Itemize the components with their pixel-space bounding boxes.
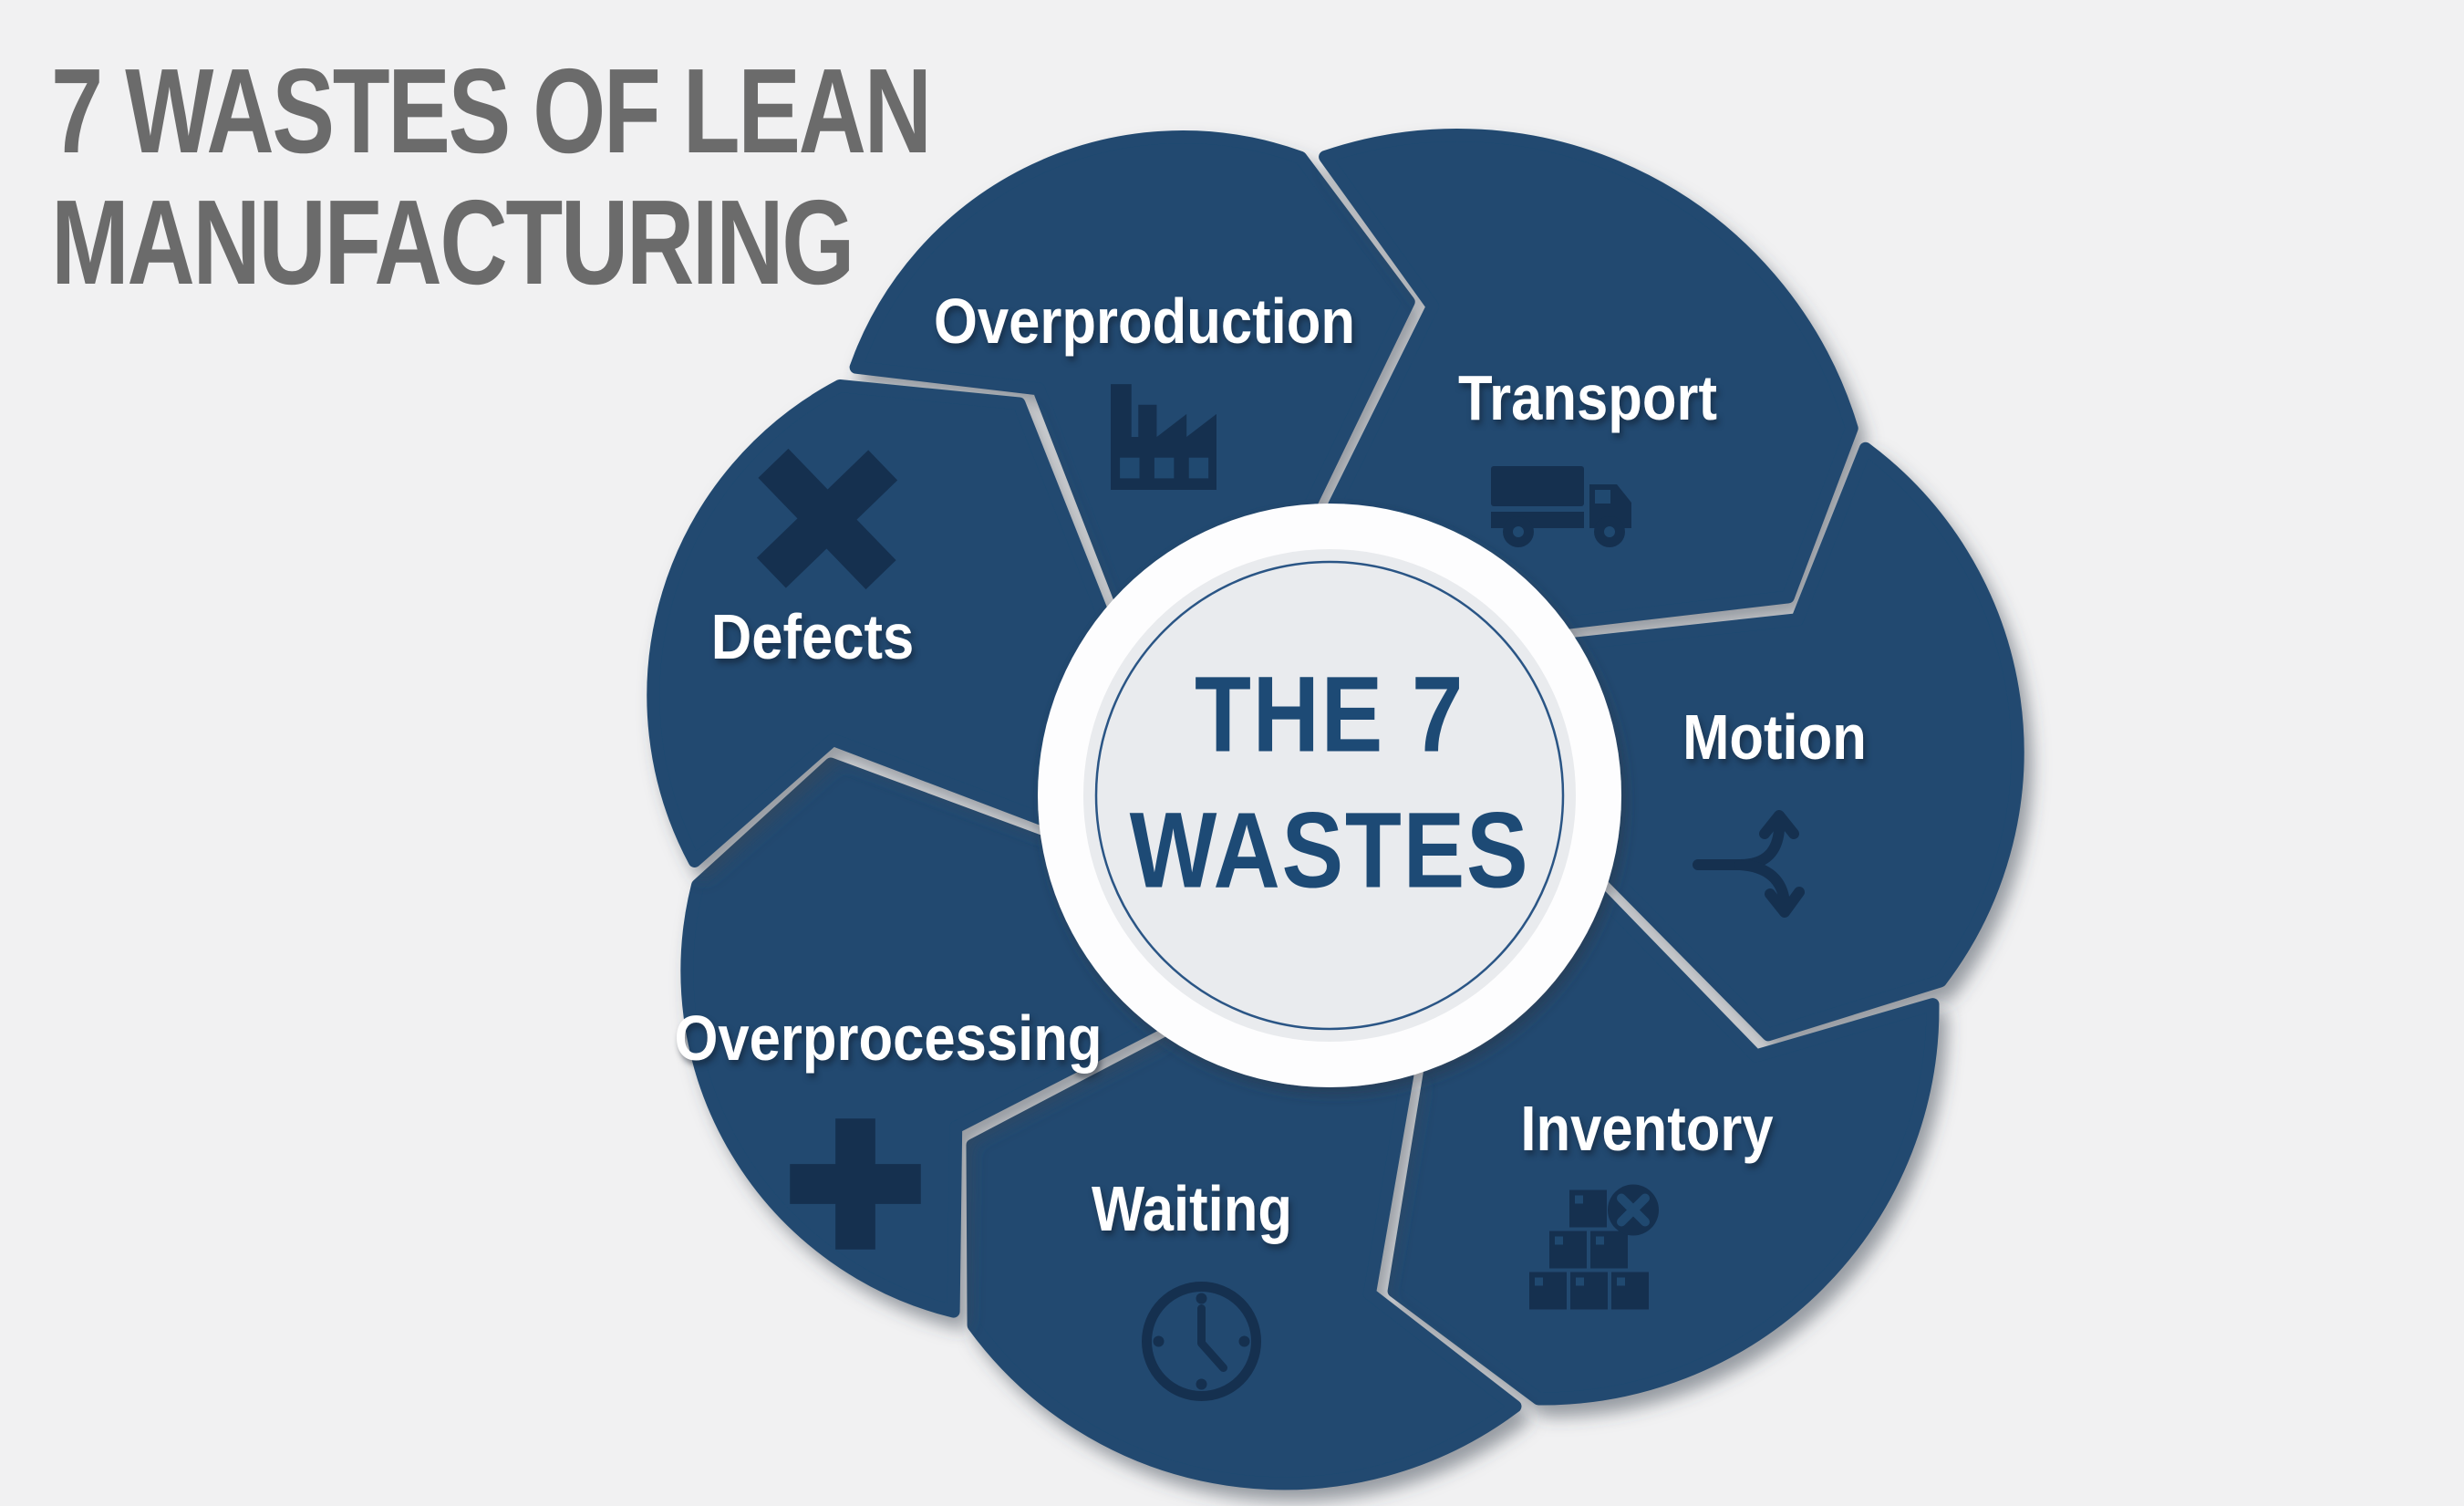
truck-icon (1489, 464, 1644, 550)
segment-label-defects: Defects (710, 601, 915, 672)
segment-label-inventory: Inventory (1520, 1093, 1774, 1164)
x-icon (749, 441, 906, 597)
center-ring (1094, 560, 1565, 1031)
center-label-line2: WASTES (1129, 790, 1530, 910)
center-inner-circle (1083, 549, 1576, 1042)
factory-icon (1103, 375, 1224, 490)
motion-arrows-icon (1693, 792, 1829, 934)
clock-icon (1138, 1278, 1267, 1407)
page-title-line1: 7 WASTES OF LEAN (51, 44, 932, 178)
plus-icon (784, 1113, 927, 1255)
page-title-line2: MANUFACTURING (51, 174, 854, 309)
inventory-boxes-icon (1527, 1183, 1664, 1312)
center-label-line1: THE 7 (1194, 654, 1465, 775)
center-label: THE 7 WASTES (1097, 647, 1562, 918)
segment-label-transport: Transport (1457, 362, 1718, 433)
segment-label-overprocessing: Overprocessing (674, 1002, 1103, 1074)
page-title: 7 WASTES OF LEAN MANUFACTURING (51, 44, 932, 309)
segment-label-motion: Motion (1682, 701, 1867, 773)
segment-label-overproduction: Overproduction (933, 286, 1356, 357)
segment-label-waiting: Waiting (1091, 1173, 1293, 1244)
